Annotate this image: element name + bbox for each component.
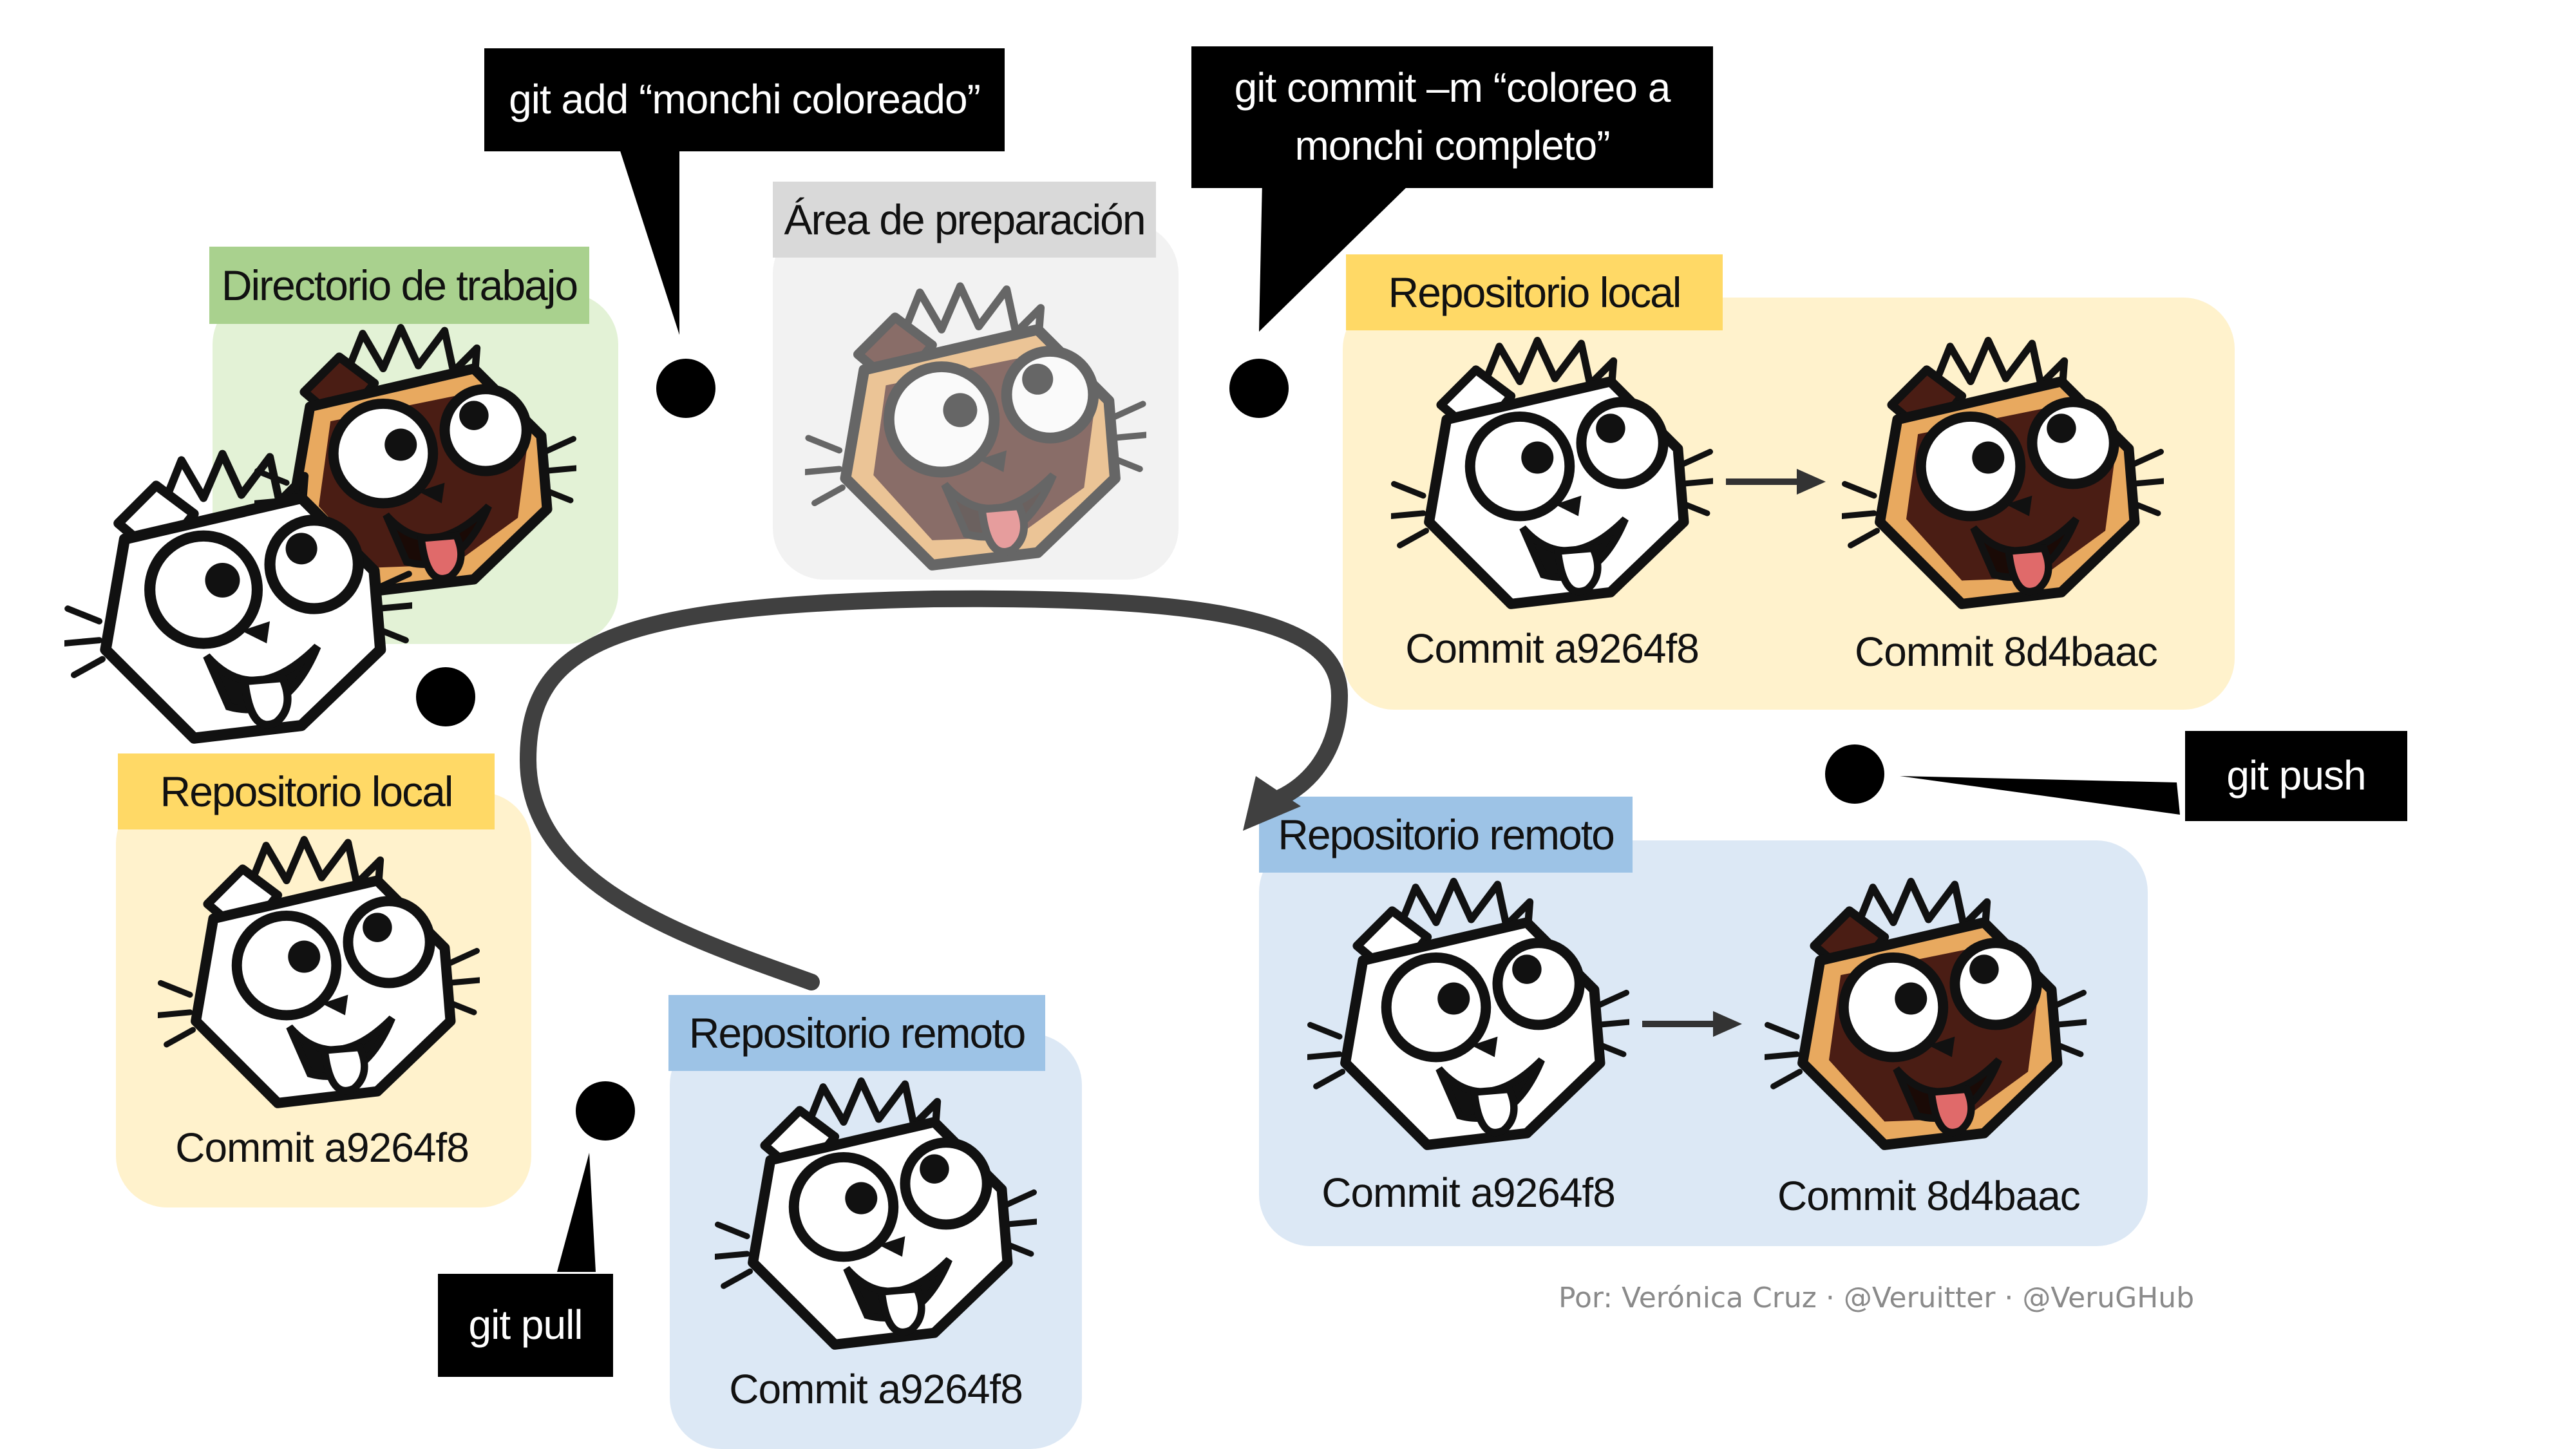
staging-area-label: Área de preparación: [773, 182, 1156, 258]
local-repo-top-label: Repositorio local: [1346, 254, 1723, 330]
git-commit-callout: git commit –m “coloreo a monchi completo…: [1191, 46, 1713, 188]
commit-label: Commit 8d4baac: [1777, 1173, 2081, 1219]
git-add-dot: [656, 359, 715, 418]
git-pull-command: git pull: [468, 1302, 583, 1349]
git-pull-callout-tail: [557, 1153, 596, 1272]
git-commit-dot: [1229, 359, 1289, 418]
git-pull-callout: git pull: [438, 1274, 613, 1377]
git-push-callout-tail: [1900, 776, 2180, 815]
git-push-dot: [1825, 744, 1884, 804]
remote-repo-right-label: Repositorio remoto: [1259, 797, 1633, 873]
commit-label: Commit 8d4baac: [1855, 629, 2158, 675]
git-add-callout-tail: [618, 145, 679, 335]
pull-flow-arrow: [519, 590, 1349, 990]
working-directory-label: Directorio de trabajo: [209, 247, 589, 324]
commit-arrow: [1726, 469, 1826, 495]
git-pull-dot: [576, 1081, 635, 1141]
git-commit-callout-tail: [1259, 180, 1410, 332]
author-credit: Por: Verónica Cruz · @Veruitter · @VeruG…: [1558, 1282, 2195, 1314]
git-push-callout: git push: [2185, 731, 2407, 821]
git-commit-command-line1: git commit –m “coloreo a: [1234, 64, 1671, 111]
git-add-callout: git add “monchi coloreado”: [484, 48, 1005, 151]
git-commit-command-line2: monchi completo”: [1294, 122, 1610, 169]
commit-label: Commit a9264f8: [1405, 625, 1700, 672]
commit-label: Commit a9264f8: [729, 1366, 1023, 1412]
local-repo-bottom-label: Repositorio local: [118, 753, 495, 829]
commit-label: Commit a9264f8: [1321, 1170, 1616, 1216]
commit-arrow: [1642, 1011, 1742, 1037]
commit-label: Commit a9264f8: [175, 1124, 469, 1171]
git-push-command: git push: [2226, 752, 2366, 799]
clone-dot: [416, 667, 475, 726]
git-add-command: git add “monchi coloreado”: [509, 76, 981, 123]
remote-repo-bottom-label: Repositorio remoto: [668, 995, 1045, 1071]
